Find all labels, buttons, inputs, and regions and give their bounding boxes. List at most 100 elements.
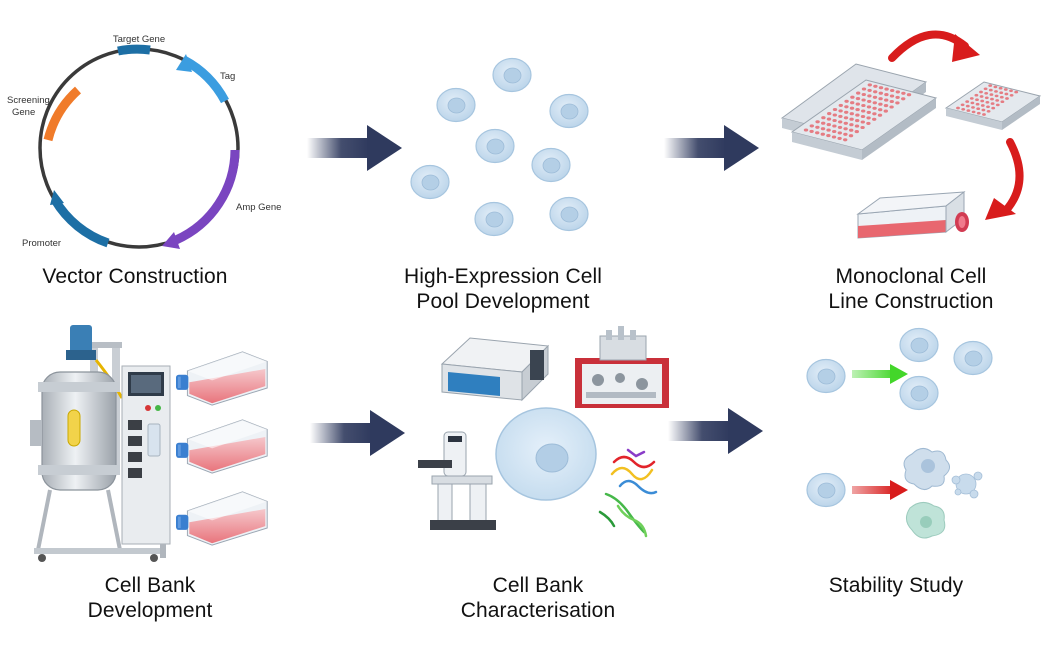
plate-well — [850, 95, 855, 99]
plate-well — [855, 113, 860, 117]
caption-text: Pool Development — [416, 290, 590, 313]
plate-well — [989, 93, 994, 96]
small-well-plate-icon — [944, 81, 1042, 130]
plate-well — [956, 106, 960, 110]
plate-well — [848, 134, 854, 138]
plate-well — [855, 102, 860, 106]
green-arrow-icon — [852, 370, 896, 378]
cell-icon — [410, 164, 450, 200]
plate-well — [1014, 90, 1019, 94]
plate-well — [979, 95, 984, 98]
plate-well — [867, 83, 872, 87]
label-screening-line2: Gene — [12, 107, 35, 118]
plate-well — [860, 120, 865, 124]
plate-well — [809, 124, 814, 128]
red-arrow-icon — [852, 486, 896, 494]
plate-well — [988, 84, 993, 87]
culture-flask-icon — [176, 491, 268, 546]
plate-well — [878, 91, 883, 95]
plate-well — [850, 101, 855, 105]
stability-study — [806, 327, 993, 539]
plate-well — [878, 108, 883, 112]
plate-well — [837, 131, 842, 135]
microscope-icon — [418, 431, 496, 530]
transfer-arrow-icon — [1004, 138, 1024, 212]
plate-well — [860, 125, 865, 130]
plate-well — [809, 129, 814, 133]
plate-well — [895, 95, 900, 99]
plate-well — [960, 103, 965, 107]
cell-icon — [899, 327, 939, 363]
plate-well — [838, 120, 843, 124]
plate-well — [844, 110, 849, 114]
culture-flask-icon — [176, 351, 268, 406]
caption-text: High-Expression Cell — [403, 265, 603, 288]
plate-well — [855, 108, 860, 112]
plate-well — [974, 93, 979, 97]
caption-text: Stability Study — [828, 574, 964, 597]
caption-text: Monoclonal Cell — [835, 265, 987, 288]
irregular-cell-icon — [903, 448, 950, 490]
plate-well — [849, 128, 854, 132]
cell-icon — [806, 358, 846, 394]
plate-well — [820, 127, 826, 131]
plate-well — [860, 114, 866, 119]
plate-well — [837, 125, 843, 129]
amp-arrowhead-icon — [162, 232, 180, 249]
plate-well — [884, 98, 889, 102]
plate-well — [861, 109, 866, 113]
plate-well — [843, 127, 848, 131]
plate-well — [866, 116, 871, 120]
red-arrowhead-icon — [890, 480, 908, 500]
cell-icon — [475, 128, 515, 164]
plate-well — [1009, 93, 1014, 97]
plate-well — [831, 135, 837, 139]
label-target-gene: Target Gene — [113, 34, 165, 45]
plate-well — [982, 113, 986, 116]
label-promoter: Promoter — [22, 238, 61, 249]
flow-arrow-icon — [664, 125, 759, 171]
tag-arrowhead-icon — [176, 54, 192, 72]
caption-text: Cell Bank — [104, 574, 196, 597]
plate-well — [999, 95, 1004, 99]
plate-well — [854, 130, 859, 134]
transfer-arrowhead-icon — [985, 198, 1016, 220]
promoter-segment — [51, 197, 110, 248]
plate-well — [1004, 92, 1009, 96]
caption-vector-construction: Vector Construction — [10, 264, 260, 289]
plate-well — [979, 90, 983, 94]
green-arrowhead-icon — [890, 364, 908, 384]
plate-well — [878, 102, 883, 106]
plate-well — [983, 87, 988, 91]
analyzer-instrument-icon — [440, 337, 550, 402]
plate-well — [843, 132, 848, 136]
plate-well — [995, 99, 1000, 102]
plate-well — [883, 109, 888, 113]
plate-well — [961, 107, 966, 111]
cell-bank-flasks — [176, 351, 268, 546]
plate-well — [965, 100, 970, 103]
caption-text: Characterisation — [460, 599, 616, 622]
plate-well — [832, 124, 837, 128]
cell-icon — [531, 147, 571, 183]
cell-nucleus-icon — [535, 443, 569, 473]
plate-well — [821, 121, 826, 125]
plate-well — [821, 116, 826, 120]
plate-well — [861, 87, 867, 91]
plate-well — [873, 84, 878, 88]
plate-well — [826, 134, 831, 138]
plate-well — [984, 96, 989, 100]
plate-well — [838, 103, 843, 107]
plate-well — [895, 101, 900, 105]
plate-well — [826, 123, 831, 127]
cell-icon — [549, 93, 589, 129]
plate-well — [984, 91, 989, 95]
plate-well — [837, 136, 842, 140]
target-gene-segment — [117, 44, 151, 56]
plate-well — [878, 97, 883, 101]
plate-well — [815, 131, 820, 135]
caption-text: Cell Bank — [492, 574, 584, 597]
plate-well — [854, 124, 860, 128]
plate-well — [981, 108, 986, 112]
